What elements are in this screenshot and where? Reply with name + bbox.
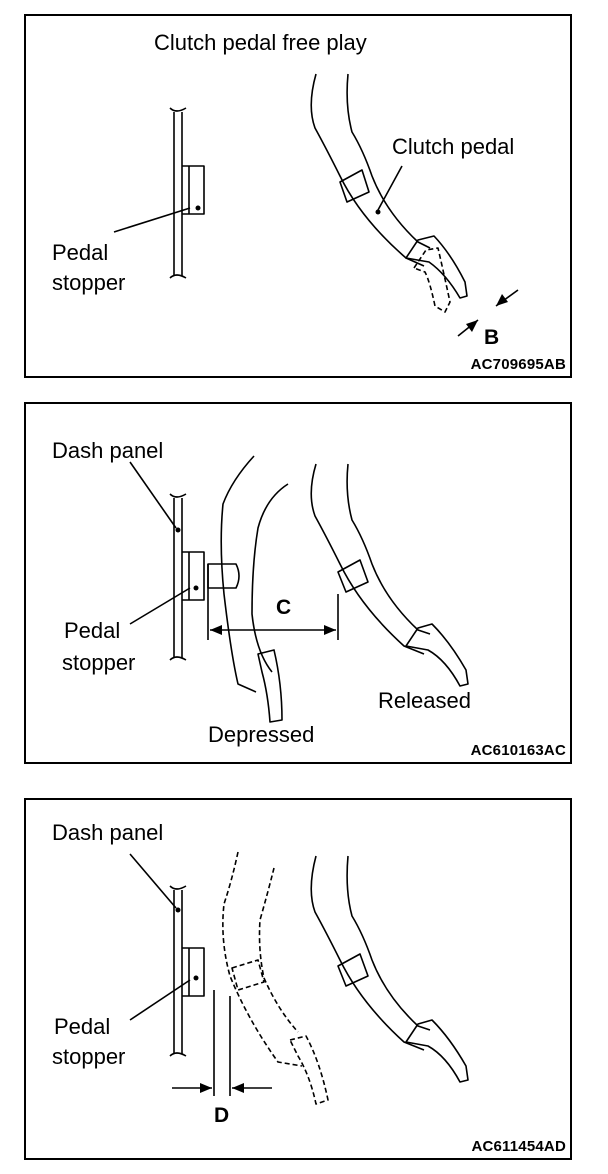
pedal-clearance-diagram bbox=[129, 851, 469, 1105]
depressed-pedal-dashed bbox=[222, 851, 329, 1105]
dash-panel-label: Dash panel bbox=[52, 438, 164, 463]
stopper-bracket bbox=[169, 885, 205, 1057]
dimension-d-arrows bbox=[172, 990, 272, 1096]
clutch-free-play-panel: Clutch pedal free play Clutch pedal Peda… bbox=[24, 14, 572, 378]
released-pedal-arm bbox=[310, 463, 469, 687]
panel-title: Clutch pedal free play bbox=[154, 30, 367, 55]
clutch-pedal-arm bbox=[310, 73, 468, 313]
dash-panel-label: Dash panel bbox=[52, 820, 164, 845]
dash-panel-leader bbox=[129, 461, 177, 529]
figure-code: AC611454AD bbox=[471, 1138, 566, 1155]
stopper-leader bbox=[129, 979, 191, 1021]
stopper-leader bbox=[129, 587, 191, 625]
pedal-stroke-diagram bbox=[129, 455, 469, 723]
depressed-pedal-arm bbox=[207, 455, 289, 723]
clutch-pedal-label: Clutch pedal bbox=[392, 134, 515, 159]
released-pedal-arm bbox=[310, 855, 469, 1083]
dimension-b-label: B bbox=[484, 326, 500, 349]
pedal-stopper-label-line1: Pedal bbox=[52, 240, 109, 265]
pedal-stopper-label-line2: stopper bbox=[62, 650, 136, 675]
figure-code: AC610163AC bbox=[470, 742, 566, 759]
stopper-bracket bbox=[169, 493, 205, 661]
depressed-label: Depressed bbox=[208, 722, 315, 747]
pedal-clearance-panel: Dash panel Pedal stopper D AC611454AD bbox=[24, 798, 572, 1160]
figure-code: AC709695AB bbox=[470, 356, 566, 373]
dimension-c-label: C bbox=[276, 596, 292, 619]
dash-panel-leader bbox=[129, 853, 177, 909]
stopper-leader bbox=[113, 207, 191, 233]
pedal-stopper-label-line1: Pedal bbox=[54, 1014, 111, 1039]
pedal-stopper-label-line1: Pedal bbox=[64, 618, 121, 643]
free-play-diagram bbox=[113, 73, 519, 337]
released-label: Released bbox=[378, 688, 471, 713]
dimension-c-arrow bbox=[207, 564, 339, 640]
clutch-pedal-leader bbox=[377, 165, 403, 211]
pedal-stopper-label-line2: stopper bbox=[52, 270, 126, 295]
stopper-bracket bbox=[169, 107, 205, 279]
dimension-d-label: D bbox=[214, 1104, 230, 1127]
pedal-stopper-label-line2: stopper bbox=[52, 1044, 126, 1069]
pedal-stroke-panel: Dash panel Pedal stopper C Released Depr… bbox=[24, 402, 572, 764]
